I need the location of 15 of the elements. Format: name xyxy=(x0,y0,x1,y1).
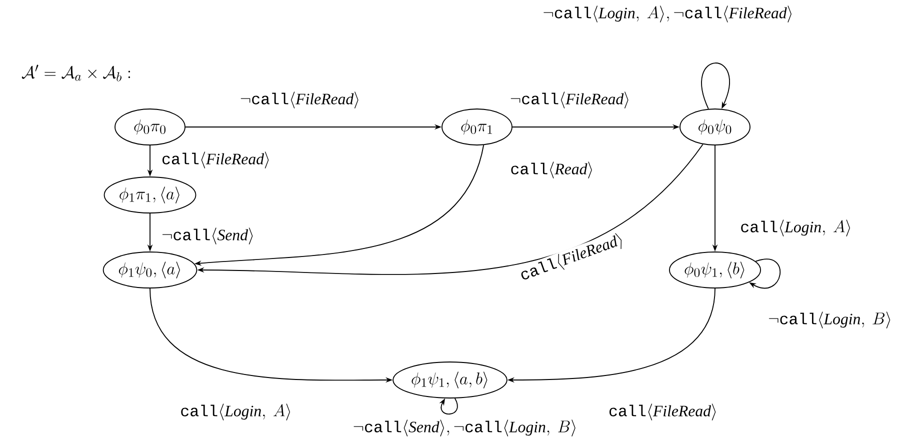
edge-label: $\texttt{call}\langle \mathit{Read}\rangle$ xyxy=(509,160,595,180)
edge-label: $\texttt{call}\langle \mathit{FileRead}\rangle$ xyxy=(607,402,719,422)
edge-label: $\texttt{call}\langle \mathit{Login},\ A\rangle$ xyxy=(738,218,854,238)
edge-label: $\neg\texttt{call}\langle \mathit{Send}\rangle$ xyxy=(160,226,256,246)
edge-label: $\texttt{call}\langle \mathit{Login},\ A\rangle$ xyxy=(178,402,294,422)
diagram-title: $\mathcal{A}' = \mathcal{A}_a \times \mathcal{A}_b :$ xyxy=(22,64,130,82)
edge-label: $\texttt{call}\langle \mathit{FileRead}\rangle$ xyxy=(516,230,628,286)
edge-label: $\texttt{call}\langle \mathit{FileRead}\rangle$ xyxy=(160,150,272,170)
arrow xyxy=(439,398,458,414)
arrow xyxy=(701,62,730,110)
edge-label: $\neg\texttt{call}\langle \mathit{FileRead}\rangle$ xyxy=(238,90,362,110)
edge-label: $\neg\texttt{call}\langle \mathit{Login},\ A\rangle, \neg\texttt{call}\langle \mathit{FileRead}\rangle$ xyxy=(542,4,795,24)
edge-label: $\neg\texttt{call}\langle \mathit{Login},\ B\rangle$ xyxy=(766,310,894,330)
edge-label: $\neg\texttt{call}\langle \mathit{Send}\rangle, \neg\texttt{call}\langle \mathit{Login},\ B\rangle$ xyxy=(352,418,578,438)
edge-label: $\neg\texttt{call}\langle \mathit{FileRead}\rangle$ xyxy=(508,90,632,110)
